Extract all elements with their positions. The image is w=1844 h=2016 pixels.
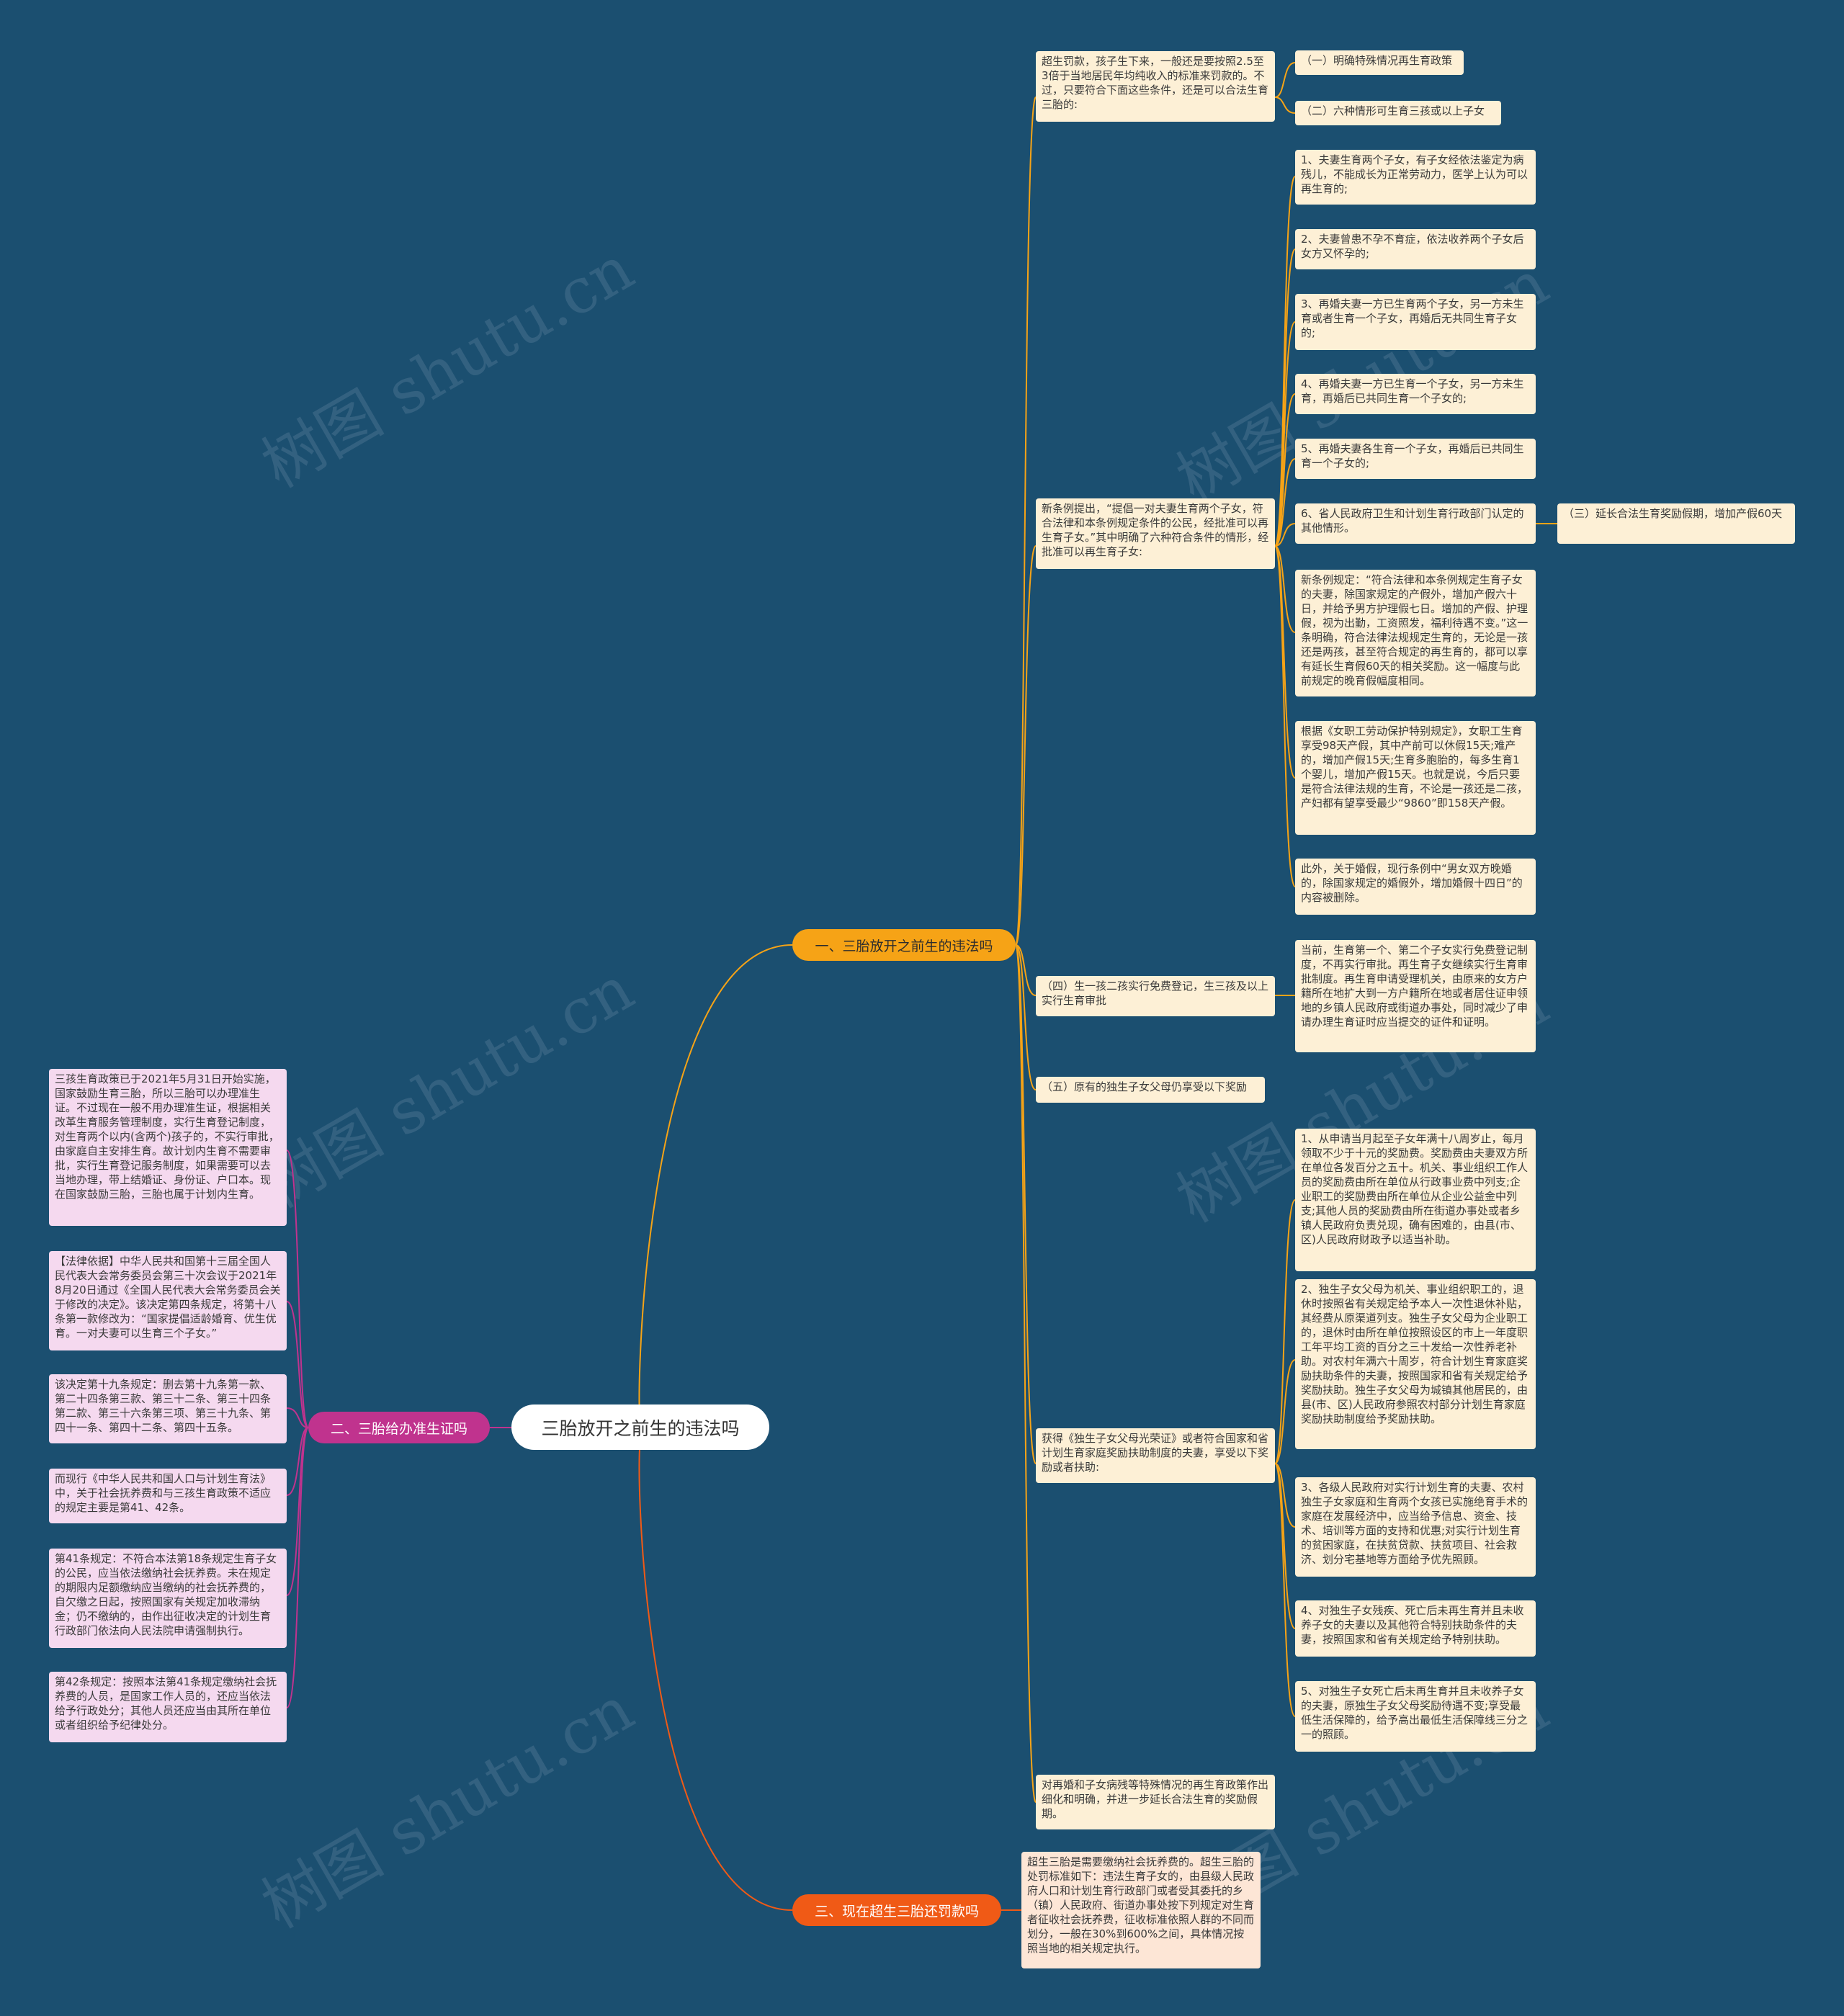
link-b2-c3 [286, 1407, 309, 1428]
link-root-branch3 [638, 1438, 793, 1911]
node-birth-permit-answer[interactable]: 三孩生育政策已于2021年5月31日开始实施，国家鼓励生育三胎，所以三胎可以办理… [49, 1069, 287, 1226]
branch-one[interactable]: 一、三胎放开之前生的违法吗 [792, 929, 1016, 961]
link-b2-c6 [286, 1427, 309, 1708]
node-fine-standard[interactable]: 超生三胎是需要缴纳社会抚养费的。超生三胎的处罚标准如下：违法生育子女的，由县级人… [1021, 1852, 1261, 1968]
node-article-19[interactable]: 该决定第十九条规定：删去第十九条第一款、第二十四条第三款、第三十二条、第三十四条… [49, 1374, 287, 1443]
link-n5-n5e [1274, 1463, 1296, 1717]
link-b1-n3 [1015, 944, 1037, 996]
link-b1-n2 [1015, 545, 1037, 946]
node-reward-5[interactable]: 5、对独生子女死亡后未再生育并且未收养子女的夫妻，原独生子女父母奖励待遇不变;享… [1295, 1681, 1536, 1752]
link-b2-c5 [286, 1427, 309, 1596]
node-reward-2[interactable]: 2、独生子女父母为机关、事业组织职工的，退休时按照省有关规定给予本人一次性退休补… [1295, 1279, 1536, 1449]
node-case-3[interactable]: 3、再婚夫妻一方已生育两个子女，另一方未生育或者生育一个子女，再婚后无共同生育子… [1295, 294, 1536, 350]
root-topic[interactable]: 三胎放开之前生的违法吗 [511, 1405, 769, 1450]
link-b2-c1 [286, 1150, 309, 1428]
link-b1-n6 [1015, 944, 1037, 1803]
link-n5-n5b [1274, 1359, 1296, 1464]
node-population-law[interactable]: 而现行《中华人民共和国人口与计划生育法》中，关于社会抚养费和与三孩生育政策不适应… [49, 1469, 287, 1523]
branch-three[interactable]: 三、现在超生三胎还罚款吗 [792, 1894, 1001, 1926]
node-article-42[interactable]: 第42条规定：按照本法第41条规定缴纳社会抚养费的人员，是国家工作人员的，还应当… [49, 1672, 287, 1742]
link-n2-n2c [1274, 321, 1296, 547]
link-b1-n4 [1015, 944, 1037, 1090]
branch-two[interactable]: 二、三胎给办准生证吗 [308, 1412, 490, 1443]
link-b1-n1 [1015, 97, 1037, 946]
node-case-6[interactable]: 6、省人民政府卫生和计划生育行政部门认定的其他情形。 [1295, 503, 1536, 544]
node-maternity-leave[interactable]: 新条例规定：“符合法律和本条例规定生育子女的夫妻，除国家规定的产假外，增加产假六… [1295, 570, 1536, 696]
link-b2-c2 [286, 1301, 309, 1428]
node-legal-basis[interactable]: 【法律依据】中华人民共和国第十三届全国人民代表大会常务委员会第三十次会议于202… [49, 1251, 287, 1350]
link-root-branch1 [638, 944, 793, 1428]
node-registration-detail[interactable]: 当前，生育第一个、第二个子女实行免费登记制度，不再实行审批。再生育子女继续实行生… [1295, 940, 1536, 1052]
link-n2-n2g [1274, 545, 1296, 633]
node-case-2[interactable]: 2、夫妻曾患不孕不育症，依法收养两个子女后女方又怀孕的; [1295, 229, 1536, 269]
link-n5-n5a [1274, 1199, 1296, 1464]
node-female-worker-rule[interactable]: 根据《女职工劳动保护特别规定》，女职工生育享受98天产假，其中产前可以休假15天… [1295, 721, 1536, 835]
link-n2-n2f [1274, 523, 1296, 547]
node-reward-1[interactable]: 1、从申请当月起至子女年满十八周岁止，每月领取不少于十元的奖励费。奖励费由夫妻双… [1295, 1129, 1536, 1271]
link-b2-c4 [286, 1427, 309, 1496]
link-n2-n2e [1274, 458, 1296, 547]
node-new-regulation[interactable]: 新条例提出，“提倡一对夫妻生育两个子女，符合法律和本条例规定条件的公民，经批准可… [1036, 498, 1275, 569]
node-policy-five[interactable]: （五）原有的独生子女父母仍享受以下奖励 [1036, 1077, 1265, 1103]
node-reward-4[interactable]: 4、对独生子女残疾、死亡后未再生育并且未收养子女的夫妻以及其他符合特别扶助条件的… [1295, 1600, 1536, 1657]
link-n1-n1a [1274, 62, 1296, 98]
node-policy-three[interactable]: （三）延长合法生育奖励假期，增加产假60天 [1557, 503, 1795, 544]
link-n2-n2i [1274, 545, 1296, 887]
node-case-4[interactable]: 4、再婚夫妻一方已生育一个子女，另一方未生育，再婚后已共同生育一个子女的; [1295, 374, 1536, 414]
link-b1-n5 [1015, 944, 1037, 1464]
node-policy-four[interactable]: （四）生一孩二孩实行免费登记，生三孩及以上实行生育审批 [1036, 976, 1275, 1016]
link-n5-n5c [1274, 1463, 1296, 1528]
node-reward-condition[interactable]: 获得《独生子女父母光荣证》或者符合国家和省计划生育家庭奖励扶助制度的夫妻，享受以… [1036, 1428, 1275, 1483]
node-policy-one[interactable]: （一）明确特殊情况再生育政策 [1295, 50, 1464, 75]
node-reward-3[interactable]: 3、各级人民政府对实行计划生育的夫妻、农村独生子女家庭和生育两个女孩已实施绝育手… [1295, 1477, 1536, 1577]
node-special-cases[interactable]: 对再婚和子女病残等特殊情况的再生育政策作出细化和明确，并进一步延长合法生育的奖励… [1036, 1775, 1275, 1829]
link-n2-n2d [1274, 393, 1296, 547]
node-case-1[interactable]: 1、夫妻生育两个子女，有子女经依法鉴定为病残儿，不能成长为正常劳动力，医学上认为… [1295, 150, 1536, 205]
node-fine-intro[interactable]: 超生罚款，孩子生下来，一般还是要按照2.5至3倍于当地居民年均纯收入的标准来罚款… [1036, 51, 1275, 122]
node-case-5[interactable]: 5、再婚夫妻各生育一个子女，再婚后已共同生育一个子女的; [1295, 439, 1536, 479]
node-policy-two[interactable]: （二）六种情形可生育三孩或以上子女 [1295, 101, 1501, 125]
node-article-41[interactable]: 第41条规定：不符合本法第18条规定生育子女的公民，应当依法缴纳社会抚养费。未在… [49, 1549, 287, 1648]
link-n1-n1b [1274, 97, 1296, 114]
node-marriage-leave[interactable]: 此外，关于婚假，现行条例中“男女双方晚婚的，除国家规定的婚假外，增加婚假十四日”… [1295, 859, 1536, 915]
